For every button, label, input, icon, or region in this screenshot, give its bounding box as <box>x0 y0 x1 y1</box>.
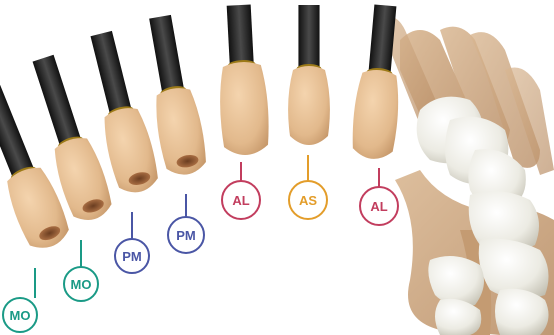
implant-6 <box>288 5 330 145</box>
label-anterior-central: AS <box>288 180 328 220</box>
label-anterior-lateral-2: AL <box>359 186 399 226</box>
natural-teeth <box>380 17 554 335</box>
label-molar-2: MO <box>63 266 99 302</box>
implant-row <box>0 4 407 255</box>
implant-5 <box>215 4 271 156</box>
label-premolar-2: PM <box>167 216 205 254</box>
implant-crown <box>218 61 271 156</box>
label-molar-1: MO <box>2 297 38 333</box>
label-premolar-1: PM <box>114 238 150 274</box>
label-anterior-lateral-1: AL <box>221 180 261 220</box>
implant-crown <box>350 68 401 160</box>
implant-crown <box>288 66 330 145</box>
